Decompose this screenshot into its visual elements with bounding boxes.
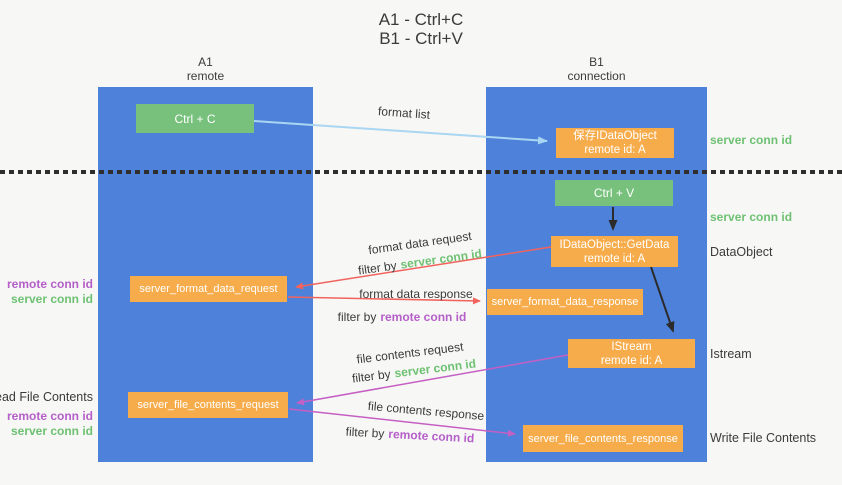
flow-label-format-list: format list xyxy=(377,104,431,122)
remote-conn-id-text: remote conn id xyxy=(380,310,467,324)
filter-by-text: filter by xyxy=(345,424,385,441)
right-server-conn-id-top: server conn id xyxy=(710,133,793,147)
lifeline-b1-role: connection xyxy=(567,69,626,83)
node-server-file-contents-response: server_file_contents_response xyxy=(523,425,683,452)
node-server-file-contents-response-label: server_file_contents_response xyxy=(528,432,678,445)
write-file-contents-label: Write File Contents xyxy=(710,431,817,445)
read-file-contents-label: Read File Contents xyxy=(0,390,93,405)
flow-label-format-data-response: format data response xyxy=(359,287,473,301)
istream-label: Istream xyxy=(710,347,752,361)
read-file-contents-text: Read File Contents xyxy=(0,390,93,404)
node-ctrl-v: Ctrl + V xyxy=(555,180,673,206)
lifeline-a1-header: A1 remote xyxy=(98,55,313,83)
left-remote-conn-id-label: remote conn id xyxy=(6,277,93,291)
machine-separator-dashed-line xyxy=(0,170,842,174)
node-server-format-data-response: server_format_data_response xyxy=(487,289,643,315)
diagram-title: A1 - Ctrl+C B1 - Ctrl+V xyxy=(0,10,842,48)
title-line-ctrl-v: B1 - Ctrl+V xyxy=(379,29,463,48)
title-line-ctrl-c: A1 - Ctrl+C xyxy=(378,10,464,29)
node-server-format-data-request: server_format_data_request xyxy=(130,276,287,302)
left-remote-conn-id-label: remote conn id xyxy=(6,409,93,423)
node-ctrl-c-label: Ctrl + C xyxy=(174,111,216,126)
node-save-idataobject-remote-id: remote id: A xyxy=(584,144,646,156)
lifeline-b1-name: B1 xyxy=(589,55,604,69)
node-server-file-contents-request-label: server_file_contents_request xyxy=(137,399,279,411)
node-istream-title: IStream xyxy=(611,340,652,353)
node-server-format-data-request-label: server_format_data_request xyxy=(139,283,278,295)
flow-label-file-contents-response: file contents response xyxy=(367,398,485,424)
node-istream: IStream remote id: A xyxy=(568,339,695,368)
node-server-format-data-response-label: server_format_data_response xyxy=(491,296,639,308)
lifeline-a1-name: A1 xyxy=(198,55,213,69)
node-ctrl-c: Ctrl + C xyxy=(136,104,254,133)
node-ctrl-v-label: Ctrl + V xyxy=(593,186,635,200)
node-save-idataobject: 保存IDataObject remote id: A xyxy=(556,128,674,158)
left-file-conn-ids: remote conn id server conn id xyxy=(7,409,93,439)
filter-by-text: filter by xyxy=(337,310,377,324)
left-server-conn-id-label: server conn id xyxy=(10,424,93,438)
node-istream-remote-id: remote id: A xyxy=(600,354,663,367)
node-getdata-title: IDataObject::GetData xyxy=(559,238,670,251)
right-server-conn-id-mid: server conn id xyxy=(710,210,793,224)
filter-by-text: filter by xyxy=(357,258,398,278)
node-idataobject-getdata: IDataObject::GetData remote id: A xyxy=(551,236,678,267)
filter-by-text: filter by xyxy=(351,366,392,386)
node-save-idataobject-title: 保存IDataObject xyxy=(573,130,657,142)
lifeline-a1-role: remote xyxy=(186,69,225,83)
node-getdata-remote-id: remote id: A xyxy=(583,252,646,265)
lifeline-b1-header: B1 connection xyxy=(486,55,707,83)
dataobject-label: DataObject xyxy=(710,245,773,259)
left-server-conn-id-label: server conn id xyxy=(10,292,93,306)
left-format-conn-ids: remote conn id server conn id xyxy=(7,277,93,307)
remote-conn-id-text: remote conn id xyxy=(387,426,475,446)
node-server-file-contents-request: server_file_contents_request xyxy=(128,392,288,418)
